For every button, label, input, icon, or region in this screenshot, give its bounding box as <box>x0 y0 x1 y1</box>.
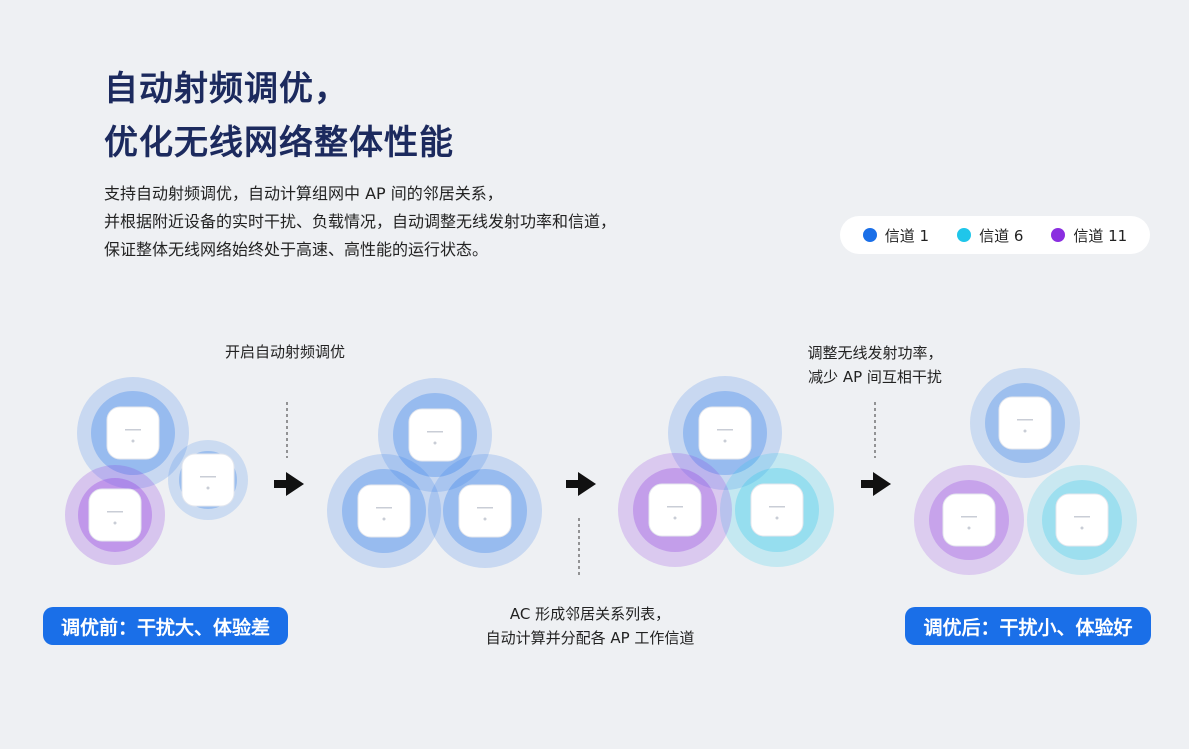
before-badge: 调优前：干扰大、体验差 <box>43 607 288 645</box>
ap-group-step-2 <box>327 378 542 568</box>
step-2-caption: AC 形成邻居关系列表， 自动计算并分配各 AP 工作信道 <box>440 602 740 650</box>
step-3-text-line-2: 减少 AP 间互相干扰 <box>808 368 942 386</box>
access-point-icon <box>106 406 160 460</box>
step-1-caption: 开启自动射频调优 <box>200 340 370 364</box>
access-point-icon <box>998 396 1052 450</box>
after-badge: 调优后：干扰小、体验好 <box>905 607 1151 645</box>
channel-legend: 信道 1 信道 6 信道 11 <box>840 216 1150 254</box>
channel-11-dot-icon <box>1051 228 1066 242</box>
legend-label: 信道 6 <box>979 226 1024 245</box>
access-point-icon <box>1055 493 1109 547</box>
arrow-right-icon <box>861 472 891 496</box>
access-point-icon <box>942 493 996 547</box>
description-line-2: 并根据附近设备的实时干扰、负载情况，自动调整无线发射功率和信道， <box>104 212 617 231</box>
access-point-icon <box>181 453 235 507</box>
access-point-icon <box>408 408 462 462</box>
channel-6-dot-icon <box>957 228 972 242</box>
legend-item-channel-11: 信道 11 <box>1051 225 1127 246</box>
before-badge-label: 调优前：干扰大、体验差 <box>60 616 270 639</box>
title-line-2: 优化无线网络整体性能 <box>104 123 454 163</box>
arrow-right-icon <box>274 472 304 496</box>
description: 支持自动射频调优，自动计算组网中 AP 间的邻居关系， 并根据附近设备的实时干扰… <box>104 180 616 264</box>
step-1-text: 开启自动射频调优 <box>224 343 345 361</box>
access-point-icon <box>458 484 512 538</box>
access-point-icon <box>750 483 804 537</box>
page-title: 自动射频调优， 优化无线网络整体性能 <box>104 62 454 170</box>
ap-group-before <box>65 377 248 565</box>
step-3-caption: 调整无线发射功率， 减少 AP 间互相干扰 <box>780 341 970 389</box>
access-point-icon <box>88 488 142 542</box>
ap-group-after <box>914 368 1137 575</box>
step-2-text-line-2: 自动计算并分配各 AP 工作信道 <box>485 629 695 647</box>
legend-item-channel-6: 信道 6 <box>957 225 1023 246</box>
access-point-icon <box>648 483 702 537</box>
legend-label: 信道 11 <box>1073 226 1128 245</box>
after-badge-label: 调优后：干扰小、体验好 <box>923 616 1133 639</box>
legend-label: 信道 1 <box>884 226 930 245</box>
legend-item-channel-1: 信道 1 <box>862 225 930 246</box>
access-point-icon <box>698 406 752 460</box>
title-line-1: 自动射频调优， <box>104 69 349 109</box>
channel-1-dot-icon <box>862 228 877 242</box>
arrow-right-icon <box>566 472 596 496</box>
step-3-text-line-1: 调整无线发射功率， <box>807 344 943 362</box>
description-line-3: 保证整体无线网络始终处于高速、高性能的运行状态。 <box>104 240 489 259</box>
access-point-icon <box>357 484 411 538</box>
description-line-1: 支持自动射频调优，自动计算组网中 AP 间的邻居关系， <box>104 184 503 203</box>
ap-group-step-3 <box>618 376 834 567</box>
step-2-text-line-1: AC 形成邻居关系列表， <box>509 605 671 623</box>
